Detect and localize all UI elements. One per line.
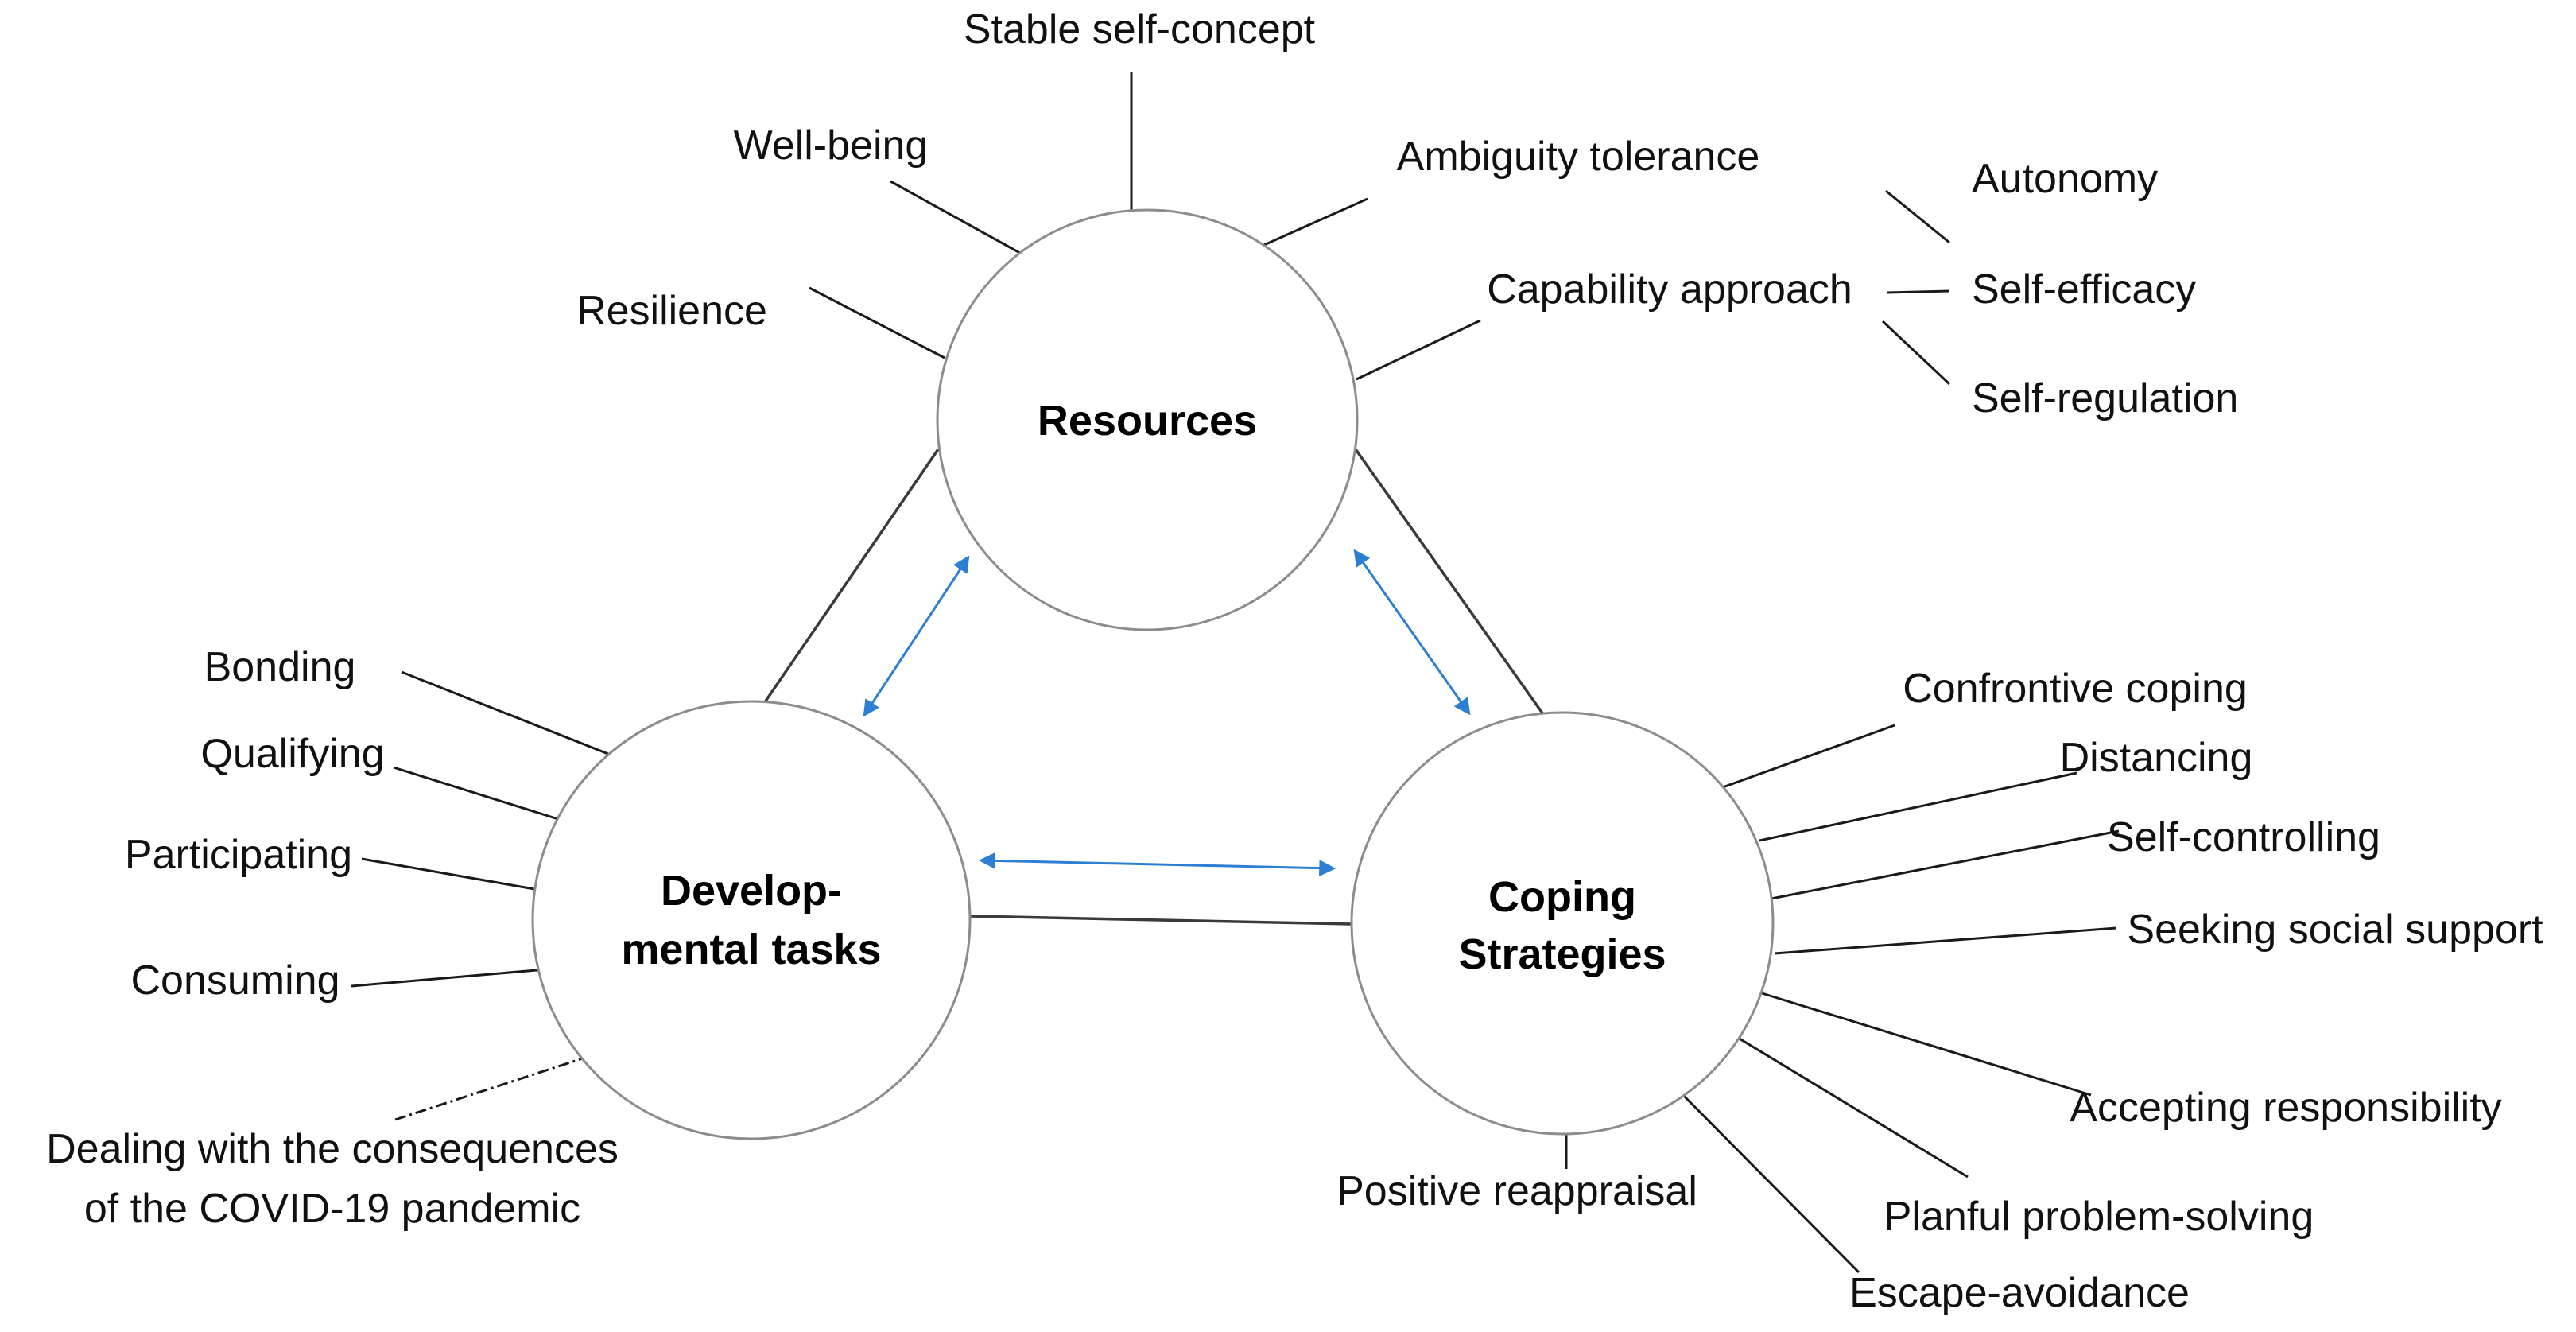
spoke-accepting-responsibility <box>1759 991 2092 1097</box>
label-autonomy: Autonomy <box>1972 156 2158 202</box>
label-seeking-social-support: Seeking social support <box>2127 907 2543 953</box>
label-planful-problem-solving: Planful problem-solving <box>1884 1194 2314 1240</box>
label-bonding: Bonding <box>204 644 356 690</box>
spoke-confrontive-coping <box>1711 724 1895 793</box>
link-developmental-coping <box>969 915 1352 926</box>
spoke-self-efficacy <box>1886 289 1950 294</box>
coping-title-line1: Coping <box>1488 873 1636 921</box>
label-accepting-responsibility: Accepting responsibility <box>2070 1085 2501 1131</box>
label-consuming: Consuming <box>130 957 339 1004</box>
spoke-consuming <box>351 969 537 988</box>
label-self-controlling: Self-controlling <box>2107 814 2380 860</box>
label-covid-line1: Dealing with the consequences <box>46 1126 619 1172</box>
link-resources-coping <box>1354 448 1560 737</box>
developmental-title-line1: Develop- <box>661 867 842 915</box>
label-distancing: Distancing <box>2060 735 2253 781</box>
label-self-regulation: Self-regulation <box>1972 375 2238 421</box>
label-escape-avoidance: Escape-avoidance <box>1849 1270 2190 1316</box>
spoke-escape-avoidance <box>1670 1082 1860 1274</box>
label-resilience: Resilience <box>576 288 767 334</box>
resources-title: Resources <box>1038 397 1257 445</box>
resources-circle <box>936 208 1359 631</box>
arrow-developmental-coping <box>978 852 1336 877</box>
arrow-resources-developmental <box>863 555 970 717</box>
spoke-well-being <box>890 180 1026 258</box>
spoke-autonomy <box>1885 189 1950 244</box>
label-capability-approach: Capability approach <box>1487 266 1852 313</box>
spoke-participating <box>361 857 535 891</box>
spoke-bonding <box>401 670 629 763</box>
spoke-distancing <box>1759 771 2077 842</box>
spoke-planful-problem-solving <box>1737 1036 1969 1179</box>
spoke-qualifying <box>393 766 559 821</box>
label-positive-reappraisal: Positive reappraisal <box>1336 1168 1697 1214</box>
arrow-resources-coping <box>1353 549 1471 716</box>
label-covid-line2: of the COVID-19 pandemic <box>84 1186 580 1232</box>
label-well-being: Well-being <box>734 122 929 169</box>
link-resources-developmental <box>746 449 940 728</box>
label-qualifying: Qualifying <box>200 731 384 777</box>
spoke-self-controlling <box>1771 829 2120 900</box>
spoke-self-regulation <box>1881 320 1951 386</box>
label-ambiguity-tolerance: Ambiguity tolerance <box>1397 134 1760 180</box>
label-confrontive-coping: Confrontive coping <box>1903 666 2248 712</box>
label-participating: Participating <box>125 832 352 878</box>
coping-title-line2: Strategies <box>1458 930 1666 978</box>
label-self-efficacy: Self-efficacy <box>1972 266 2196 313</box>
spoke-seeking-social-support <box>1774 926 2117 955</box>
spoke-capability-approach <box>1356 319 1481 381</box>
spoke-resilience <box>809 286 945 359</box>
label-stable-self-concept: Stable self-concept <box>964 6 1316 52</box>
developmental-title-line2: mental tasks <box>621 926 881 973</box>
developmental-tasks-circle <box>531 700 972 1140</box>
spoke-covid <box>394 1054 593 1121</box>
coping-strategies-circle <box>1350 711 1775 1136</box>
